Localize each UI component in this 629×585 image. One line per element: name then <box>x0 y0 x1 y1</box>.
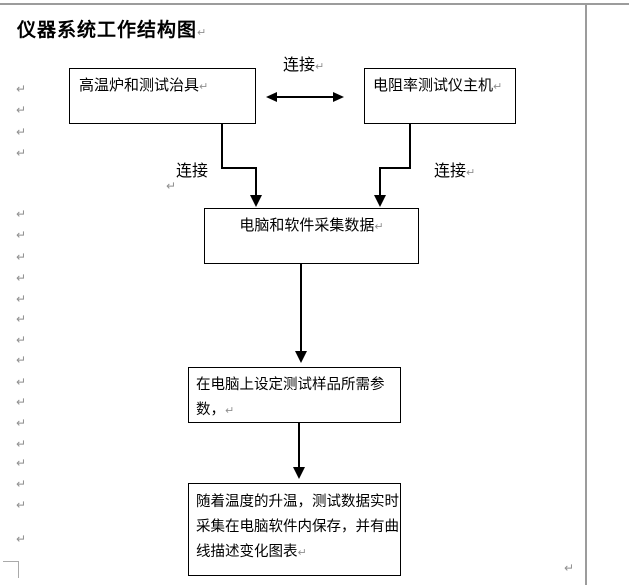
page-title: 仪器系统工作结构图↵ <box>17 15 206 42</box>
flowchart-box-computer-collect[interactable]: 电脑和软件采集数据↵ <box>204 208 419 264</box>
paragraph-mark: ↵ <box>16 437 27 451</box>
connector-left-drop[interactable] <box>255 167 257 197</box>
paragraph-mark: ↵ <box>466 166 476 179</box>
text-boundary-corner-mark <box>3 561 19 562</box>
paragraph-mark: ↵ <box>16 353 27 367</box>
paragraph-mark: ↵ <box>225 404 235 417</box>
flowchart-box-set-parameters[interactable]: 在电脑上设定测试样品所需参数，↵ <box>188 367 401 423</box>
flowchart-box-realtime-record[interactable]: 随着温度的升温，测试数据实时采集在电脑软件内保存，并有曲线描述变化图表↵ <box>188 483 401 576</box>
connector-params-to-record[interactable] <box>298 423 300 469</box>
paragraph-mark: ↵ <box>16 456 27 470</box>
paragraph-mark: ↵ <box>16 228 27 242</box>
connector-left-vertical[interactable] <box>221 124 223 169</box>
paragraph-mark: ↵ <box>16 375 27 389</box>
paragraph-mark: ↵ <box>16 333 27 347</box>
page-title-text: 仪器系统工作结构图 <box>17 20 198 41</box>
paragraph-mark: ↵ <box>16 125 27 139</box>
text-boundary-corner-mark <box>18 561 19 578</box>
paragraph-mark: ↵ <box>493 80 503 93</box>
paragraph-mark: ↵ <box>16 312 27 326</box>
arrowhead-left-icon <box>266 92 277 102</box>
paragraph-mark: ↵ <box>297 546 307 559</box>
paragraph-mark: ↵ <box>16 146 27 160</box>
arrowhead-down-icon <box>374 195 386 207</box>
connector-right-vertical[interactable] <box>409 124 411 169</box>
paragraph-mark: ↵ <box>16 292 27 306</box>
connector-left-horizontal[interactable] <box>221 167 257 169</box>
arrowhead-down-icon <box>250 195 262 207</box>
arrowhead-down-icon <box>293 467 305 479</box>
paragraph-mark: ↵ <box>197 26 207 39</box>
paragraph-mark: ↵ <box>166 179 177 193</box>
flowchart-box-furnace-fixture[interactable]: 高温炉和测试治具↵ <box>69 68 256 124</box>
paragraph-mark: ↵ <box>315 60 325 73</box>
label-connect-right[interactable]: 连接↵ <box>434 163 476 180</box>
paragraph-mark: ↵ <box>374 220 384 233</box>
paragraph-mark: ↵ <box>16 82 27 96</box>
connector-right-drop[interactable] <box>379 167 381 197</box>
label-connect-left[interactable]: 连接 <box>176 163 209 180</box>
paragraph-mark: ↵ <box>16 395 27 409</box>
page-right-edge <box>585 3 587 585</box>
arrowhead-down-icon <box>295 351 307 363</box>
paragraph-mark: ↵ <box>16 271 27 285</box>
double-arrow-shaft[interactable] <box>274 96 336 98</box>
connector-collect-to-params[interactable] <box>300 264 302 353</box>
flowchart-box-resistivity-host[interactable]: 电阻率测试仪主机↵ <box>364 68 516 124</box>
paragraph-mark: ↵ <box>16 250 27 264</box>
paragraph-mark: ↵ <box>199 80 209 93</box>
paragraph-mark: ↵ <box>16 477 27 491</box>
paragraph-mark: ↵ <box>16 532 27 546</box>
paragraph-mark: ↵ <box>16 498 27 512</box>
arrowhead-right-icon <box>333 92 344 102</box>
page-top-edge <box>0 3 629 5</box>
paragraph-mark: ↵ <box>16 416 27 430</box>
paragraph-mark: ↵ <box>16 103 27 117</box>
paragraph-mark: ↵ <box>16 207 27 221</box>
connector-right-horizontal[interactable] <box>379 167 411 169</box>
label-connect-top[interactable]: 连接↵ <box>283 57 325 74</box>
paragraph-mark: ↵ <box>564 561 575 575</box>
